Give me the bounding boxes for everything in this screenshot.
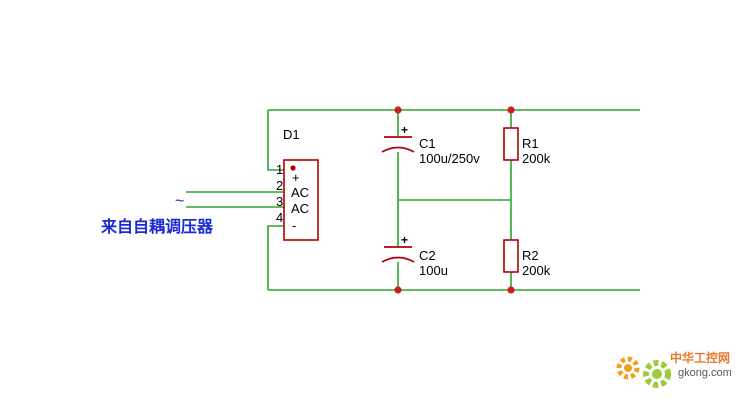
r1-value: 200k <box>522 151 551 166</box>
junction-dot <box>394 286 402 294</box>
c2-plate-negative <box>381 256 415 263</box>
bridge-rectifier-d1: D1 1 2 3 4 + AC AC - <box>276 127 319 241</box>
terminal-minus: - <box>292 218 296 233</box>
c2-polarity-plus: + <box>401 233 408 247</box>
pin1-marker-dot <box>290 165 296 171</box>
terminal-ac-1: AC <box>291 185 309 200</box>
gear-icon <box>616 356 671 388</box>
pin-number-4: 4 <box>276 210 283 225</box>
junction-dot <box>394 106 402 114</box>
junction-dot <box>507 286 515 294</box>
r2-body <box>503 239 519 273</box>
r1-ref: R1 <box>522 136 539 151</box>
c2-value: 100u <box>419 263 448 278</box>
r2-value: 200k <box>522 263 551 278</box>
resistor-r1: R1 200k <box>503 127 551 166</box>
c2-ref: C2 <box>419 248 436 263</box>
bridge-ref: D1 <box>283 127 300 142</box>
pin1-wire <box>267 110 284 171</box>
ac-tilde-symbol: ~ <box>175 193 184 210</box>
r2-ref: R2 <box>522 248 539 263</box>
watermark-cn: 中华工控网 <box>670 350 730 365</box>
junctions <box>394 106 515 294</box>
pin-number-3: 3 <box>276 194 283 209</box>
c1-plate-negative <box>381 146 415 153</box>
capacitor-c2: + C2 100u <box>381 233 448 278</box>
wires <box>186 109 640 291</box>
terminal-plus: + <box>292 170 300 185</box>
pin4-wire <box>267 225 284 290</box>
source-label: 来自自耦调压器 <box>100 217 214 236</box>
c1-value: 100u/250v <box>419 151 480 166</box>
pin-number-1: 1 <box>276 162 283 177</box>
terminal-ac-2: AC <box>291 201 309 216</box>
resistor-r2: R2 200k <box>503 239 551 278</box>
r1-body <box>503 127 519 161</box>
bridge-body <box>283 159 319 241</box>
pin-number-2: 2 <box>276 178 283 193</box>
c1-ref: C1 <box>419 136 436 151</box>
junction-dot <box>507 106 515 114</box>
c1-polarity-plus: + <box>401 123 408 137</box>
watermark-en: gkong.com <box>678 367 732 379</box>
watermark: 中华工控网 gkong.com <box>616 350 732 388</box>
capacitor-c1: + C1 100u/250v <box>381 123 480 166</box>
